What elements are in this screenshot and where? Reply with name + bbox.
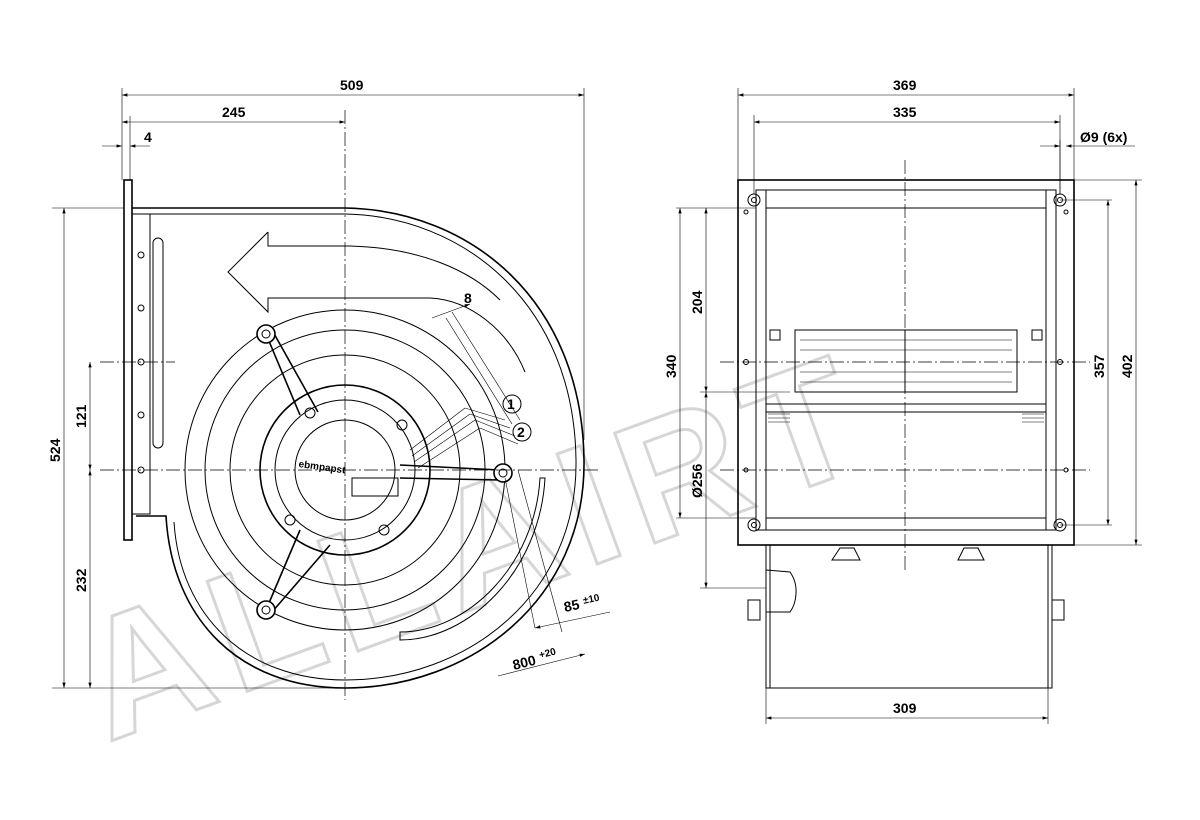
callout-circle-1 <box>502 394 522 414</box>
callout-1: 1 <box>507 396 515 412</box>
front-bearing-left <box>768 413 790 423</box>
front-bearing-right <box>1022 413 1044 423</box>
dim-85-group: 85 ±10 <box>562 593 601 615</box>
dim-402: 402 <box>1119 354 1135 378</box>
dim-line-85 <box>534 611 611 629</box>
dim-4: 4 <box>144 129 152 145</box>
flange-slot <box>152 237 164 449</box>
dim-204: 204 <box>689 290 705 314</box>
front-feet <box>747 547 1065 621</box>
motor-label: ebmpapst <box>298 459 347 477</box>
dim-121: 121 <box>73 404 89 428</box>
mounting-flange <box>123 179 133 541</box>
strut-mount-bottom <box>256 600 276 620</box>
front-cable-gland <box>765 569 797 613</box>
housing-scroll <box>130 207 585 689</box>
cable-channel <box>399 477 546 641</box>
front-motor <box>794 329 1018 393</box>
flange-plate <box>131 213 151 515</box>
dim-357: 357 <box>1091 354 1107 378</box>
strut-mount-top <box>256 324 276 344</box>
dim-85-tol: ±10 <box>582 593 601 607</box>
dim-85: 85 <box>562 596 581 615</box>
front-view: 369 335 Ø9 (6x) 204 340 Ø256 357 402 309 <box>663 77 1142 724</box>
support-struts <box>256 324 513 620</box>
motor-screws <box>284 407 408 536</box>
dim-340: 340 <box>663 354 679 378</box>
housing-scroll-inner <box>150 213 577 681</box>
flange-holes <box>137 251 145 474</box>
strut-mount-right <box>493 463 513 483</box>
dim-800-group: 800 +20 <box>511 646 558 673</box>
terminal-box <box>351 477 399 497</box>
dim-232: 232 <box>73 568 89 592</box>
dim-245: 245 <box>222 104 246 120</box>
dim-hole: Ø9 (6x) <box>1080 129 1127 145</box>
dim-309: 309 <box>893 700 917 716</box>
dim-8: 8 <box>464 290 472 306</box>
front-frame-inner <box>755 189 1057 531</box>
dim-524: 524 <box>47 438 63 462</box>
dim-800-tol: +20 <box>538 646 558 661</box>
cable-bundle <box>409 407 519 469</box>
front-housing <box>765 544 1053 689</box>
callout-circle-2 <box>512 422 532 442</box>
front-shaft-band <box>765 403 1047 413</box>
dim-line-800 <box>497 653 586 677</box>
side-view: ebmpapst 1 2 <box>47 77 611 700</box>
dim-509: 509 <box>340 77 364 93</box>
callout-2: 2 <box>517 424 525 440</box>
airflow-arrow <box>227 231 526 373</box>
dim-256: Ø256 <box>689 464 705 498</box>
dim-335: 335 <box>893 104 917 120</box>
dim-800: 800 <box>511 652 538 673</box>
dim-369: 369 <box>893 77 917 93</box>
